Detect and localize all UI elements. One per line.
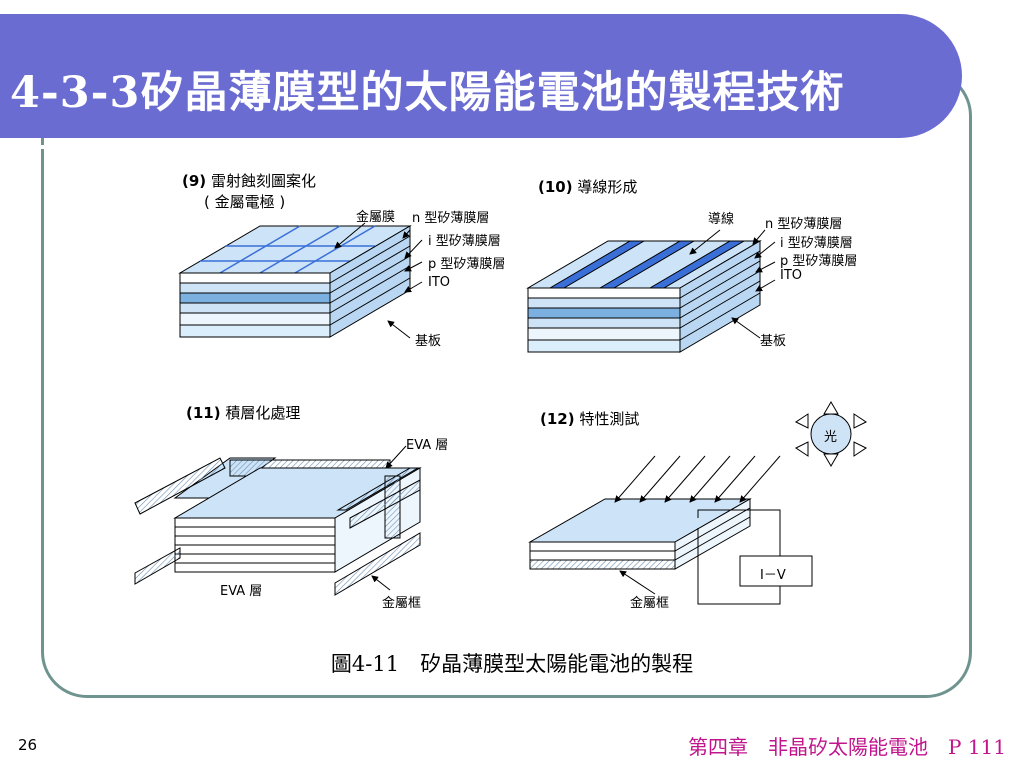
process-diagram: (9) 雷射蝕刻圖案化 ( 金屬電極 ) 金屬膜 n 型矽薄膜層 i 型矽薄膜層… [120, 158, 900, 618]
slide-title: 4-3-3矽晶薄膜型的太陽能電池的製程技術 [10, 68, 845, 118]
label-i-layer-10: i 型矽薄膜層 [780, 236, 853, 251]
panel-10-stack [526, 229, 776, 353]
label-eva-top: EVA 層 [406, 438, 449, 453]
process-diagram-svg [134, 222, 867, 605]
panel-12-test [528, 401, 867, 605]
label-p-layer-10: p 型矽薄膜層 [780, 254, 858, 269]
label-n-layer: n 型矽薄膜層 [412, 211, 490, 226]
label-n-layer-10: n 型矽薄膜層 [765, 217, 843, 232]
label-substrate: 基板 [415, 334, 442, 349]
content-frame [41, 70, 972, 698]
step-12-title: (12) 特性測試 [540, 410, 640, 428]
title-bar: 4-3-3矽晶薄膜型的太陽能電池的製程技術 [0, 14, 962, 149]
step-10-title: (10) 導線形成 [538, 178, 638, 196]
page-number: 26 [18, 736, 38, 754]
panel-9-stack [178, 222, 423, 339]
label-i-layer: i 型矽薄膜層 [428, 234, 501, 249]
label-p-layer: p 型矽薄膜層 [428, 257, 506, 272]
title-underline [0, 145, 908, 149]
label-ito: ITO [428, 275, 451, 290]
chapter-footer: 第四章 非晶矽太陽能電池 P 111 [688, 735, 1006, 759]
figure-caption: 圖4-11 矽晶薄膜型太陽能電池的製程 [330, 652, 694, 676]
panel-11-lamination [134, 445, 422, 596]
step-9-title: (9) 雷射蝕刻圖案化 [182, 172, 316, 190]
label-iv: I－V [760, 568, 786, 583]
label-ito-10: ITO [780, 268, 803, 283]
label-eva-bottom: EVA 層 [220, 584, 263, 599]
step-9-subtitle: ( 金屬電極 ) [204, 193, 286, 211]
label-metal-frame-11: 金屬框 [382, 596, 422, 611]
label-substrate-10: 基板 [760, 334, 787, 349]
label-light: 光 [824, 430, 838, 445]
step-11-title: (11) 積層化處理 [186, 404, 301, 422]
label-wire: 導線 [708, 212, 735, 227]
label-metal-frame-12: 金屬框 [630, 596, 670, 611]
label-metal-film: 金屬膜 [356, 210, 396, 225]
